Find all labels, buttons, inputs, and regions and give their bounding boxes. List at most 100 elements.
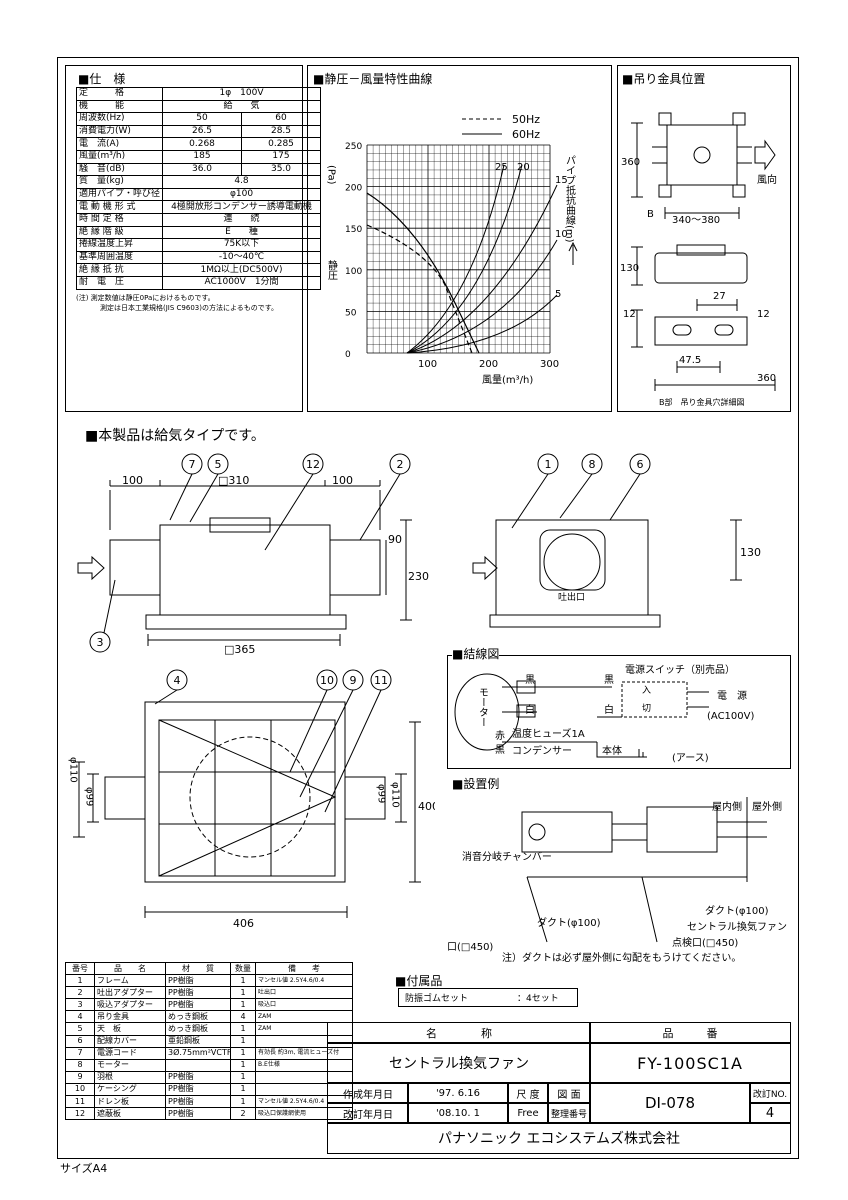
hanger-d360b: 360: [757, 373, 776, 384]
callout-circle: [166, 669, 188, 691]
y-tick: 250: [345, 142, 362, 152]
install-fan: セントラル換気ファン: [687, 920, 787, 933]
tb-name: セントラル換気ファン: [327, 1042, 591, 1084]
callout-circle: [89, 631, 111, 653]
spec-value: 1φ 100V: [162, 87, 322, 101]
plan-phi99a: φ99: [84, 787, 95, 806]
install-indoor: 屋内側: [712, 800, 742, 813]
callout-circle: [537, 453, 559, 475]
parts-cell: 9: [65, 1070, 95, 1084]
parts-cell: 2: [65, 986, 95, 1000]
callout-number: 3: [97, 636, 104, 649]
wiring-capacitor: コンデンサー: [512, 744, 572, 757]
pipe-tick: 20: [517, 162, 530, 173]
install-insp2: 点検口(□450): [672, 936, 738, 949]
accessory-box: 防振ゴムセット ：4セット: [398, 988, 578, 1007]
spec-key: 電 動 機 形 式: [75, 200, 164, 214]
tb-created-label: 作成年月日: [327, 1082, 409, 1104]
install-note: 注）ダクトは必ず屋外側に勾配をもうけてください。: [502, 951, 741, 962]
callout-number: 7: [189, 458, 196, 471]
front-d365: □365: [224, 643, 255, 656]
tb-model: FY-100SC1A: [589, 1042, 791, 1084]
spec-key: 基準周囲温度: [75, 250, 164, 265]
parts-cell: PP樹脂: [165, 974, 231, 988]
callout-circle: [629, 453, 651, 475]
install-chamber: 消音分岐チャンバー: [462, 850, 552, 863]
hanger-caption: B部 吊り金具穴詳細図: [659, 397, 745, 407]
pipe-curve-25: [406, 164, 505, 354]
plan-d406: 406: [233, 917, 254, 930]
parts-cell: 1: [230, 986, 256, 1000]
parts-cell: 吸込アダプター: [94, 998, 166, 1012]
y-tick: 50: [345, 308, 357, 318]
callout-leader: [169, 473, 193, 521]
parts-cell: 1: [230, 1070, 256, 1084]
parts-cell: モーター: [94, 1058, 166, 1072]
parts-cell: ドレン板: [94, 1095, 166, 1109]
parts-cell: 1: [230, 1022, 256, 1036]
parts-cell: 電源コード: [94, 1046, 166, 1060]
paper-size: サイズA4: [60, 1162, 108, 1175]
callout-leader: [324, 689, 382, 813]
spec-value: 36.0: [162, 162, 243, 177]
callout-number: 5: [215, 458, 222, 471]
y-tick: 0: [345, 350, 351, 360]
parts-cell: 1: [230, 1034, 256, 1048]
parts-cell: 3: [65, 998, 95, 1012]
pipe-tick: 25: [495, 162, 508, 173]
wiring-switch: 電源スイッチ（別売品）: [625, 663, 735, 676]
callout-leader: [609, 473, 641, 521]
spec-key: 定 格: [75, 87, 164, 101]
parts-header-row: 番号品 名材 質数量備 考: [65, 961, 353, 976]
install-insp1: 点検口(□450): [447, 940, 493, 953]
parts-cell: 亜鉛鋼板: [165, 1034, 231, 1048]
callout-circle: [389, 453, 411, 475]
spec-note-2: 測定は日本工業規格(JIS C9603)の方法によるものです。: [100, 303, 279, 312]
tb-revised-label: 改訂年月日: [327, 1102, 409, 1124]
callout-leader: [154, 689, 178, 705]
parts-header: 番号: [65, 961, 95, 976]
hanger-d27: 27: [713, 291, 726, 302]
y-tick: 150: [345, 225, 362, 235]
callout-leader: [359, 473, 401, 541]
callout-circle: [302, 453, 324, 475]
parts-header: 材 質: [165, 961, 231, 976]
plan-d400: 400: [418, 800, 435, 813]
hanger-d130: 130: [620, 263, 639, 274]
wiring-ac: (AC100V): [707, 711, 754, 722]
parts-cell: 1: [230, 998, 256, 1012]
hanger-wind: 風向: [757, 173, 777, 186]
tb-scale: Free: [507, 1102, 549, 1124]
hanger-b: B: [647, 209, 654, 220]
spec-title: ■仕 様: [78, 72, 126, 86]
pipe-curve-15: [406, 184, 558, 354]
fan-curve-60hz: [366, 192, 480, 354]
spec-value: 給 気: [162, 99, 322, 114]
callout-number: 10: [320, 674, 334, 687]
parts-cell: めっき鋼板: [165, 1022, 231, 1036]
install-title: ■設置例: [452, 777, 500, 791]
tb-rev-label: 改訂NO.: [749, 1082, 791, 1104]
spec-value: 4極開放形コンデンサー誘導電動機: [162, 200, 322, 214]
supply-note: ■本製品は給気タイプです。: [85, 428, 265, 444]
spec-row: 機 能給 気: [75, 99, 322, 114]
fan-curve-50hz: [366, 224, 473, 354]
callout-number: 8: [589, 458, 596, 471]
spec-row: 基準周囲温度-10～40℃: [75, 250, 322, 265]
callout-circle: [181, 453, 203, 475]
spec-key: 騒 音(dB): [75, 162, 164, 177]
